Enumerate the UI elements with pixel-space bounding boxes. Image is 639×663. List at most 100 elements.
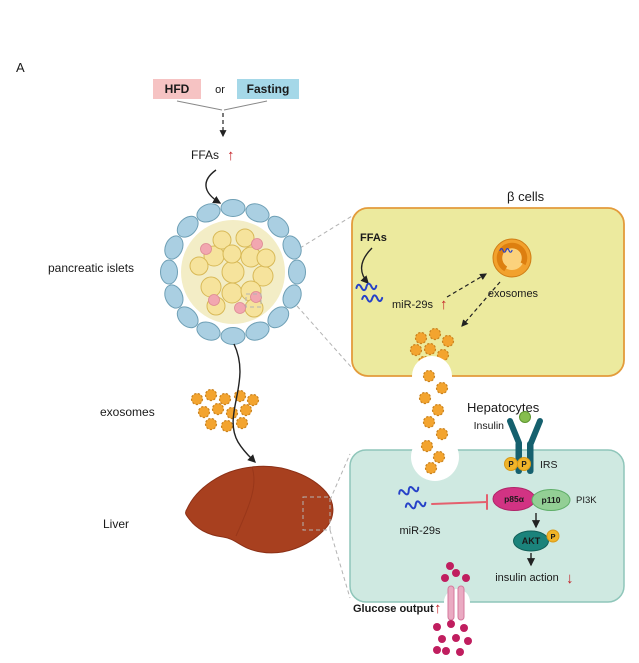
islet-outer-cell xyxy=(196,203,221,223)
exosome-dot xyxy=(428,327,442,341)
exosome-cluster-circulating xyxy=(190,388,260,433)
insulin-ligand-icon xyxy=(519,411,531,423)
ffas-to-mir-arrow xyxy=(360,247,373,285)
exosome-dot xyxy=(220,419,234,433)
bracket-line xyxy=(176,100,223,111)
exosome-dot xyxy=(422,415,436,429)
stimulus-group: HFD or Fasting FFAs ↑ xyxy=(153,79,299,204)
islet-beta-cell xyxy=(256,248,276,268)
exosome-dot xyxy=(414,331,428,345)
middle-section: exosomes Liver xyxy=(100,343,334,554)
glucose-dot xyxy=(447,620,455,628)
phospho-icon xyxy=(546,529,560,543)
mvb-crescent xyxy=(496,242,528,274)
islet-outer-cell xyxy=(220,199,246,217)
p110-subunit xyxy=(531,489,571,511)
islet-outer-cell xyxy=(176,306,199,329)
islet-outer-cell xyxy=(245,321,270,341)
mir-to-mvb-arrow xyxy=(446,273,488,298)
islet-beta-cell xyxy=(221,260,245,284)
exosome-trail xyxy=(418,369,449,475)
islet-outer-cell xyxy=(196,321,221,341)
glucose-dot xyxy=(452,634,460,642)
phospho-icon xyxy=(517,457,531,471)
ffas-up-arrow: ↑ xyxy=(227,147,235,164)
glucose-channel xyxy=(457,585,465,621)
pi3k-complex: p85α p110 PI3K xyxy=(492,487,597,511)
islet-outer-cell xyxy=(164,235,184,260)
islet-beta-cell xyxy=(200,276,222,298)
zoom-line xyxy=(329,529,351,599)
zoom-line xyxy=(329,453,351,501)
exosome-dot xyxy=(409,343,423,357)
exosome-dot xyxy=(190,392,204,406)
glucose-output-label: Glucose output xyxy=(353,603,434,615)
hepatocyte-membrane xyxy=(349,449,625,603)
exosomes-beta-label: exosomes xyxy=(488,288,539,300)
bracket-line xyxy=(223,100,268,111)
glucose-dot xyxy=(462,574,470,582)
islet-outer-cell xyxy=(267,306,290,329)
panel-label: A xyxy=(16,60,25,75)
islet-outer-cell xyxy=(267,215,290,238)
receptor-arm xyxy=(507,418,522,446)
pi3k-label: PI3K xyxy=(576,495,597,506)
exosome-dot xyxy=(197,405,211,419)
glucose-dot xyxy=(442,647,450,655)
exosome-dot xyxy=(239,403,253,417)
islet-outer-cell xyxy=(220,327,246,345)
hfd-label: HFD xyxy=(165,82,190,96)
glucose-up-arrow: ↑ xyxy=(434,600,442,617)
islet-pink-cell xyxy=(251,238,263,250)
exosome-dot xyxy=(435,427,449,441)
liver-label: Liver xyxy=(103,517,129,531)
islet-beta-cell xyxy=(235,228,255,248)
ffas-to-islet-arrow xyxy=(205,169,222,204)
phospho-label: P xyxy=(508,460,514,469)
or-label: or xyxy=(215,84,225,96)
beta-cells-title: β cells xyxy=(507,189,545,204)
mvb-to-exosomes-arrow xyxy=(461,281,501,327)
exosome-dot xyxy=(432,450,446,464)
irs-complex: P P IRS xyxy=(504,457,558,471)
islet-pink-cell xyxy=(250,291,262,303)
insulin-label: Insulin xyxy=(474,420,505,432)
hfd-box xyxy=(153,79,201,99)
islet-inner-cells xyxy=(189,228,276,318)
zoom-line xyxy=(296,305,353,369)
islet-pink-cell xyxy=(234,302,246,314)
glucose-channel xyxy=(447,585,455,621)
zoom-line xyxy=(299,215,353,249)
p85-label: p85α xyxy=(504,494,525,504)
islet-beta-cell xyxy=(212,230,232,250)
islet-outer-cell xyxy=(245,203,270,223)
ffas-beta-label: FFAs xyxy=(360,232,387,244)
exosome-dot xyxy=(225,406,239,420)
exosome-dot xyxy=(422,369,436,383)
liver-lobe-line xyxy=(235,466,255,537)
p110-label: p110 xyxy=(542,495,561,505)
exosome-dot xyxy=(424,461,438,475)
islet-pink-cell xyxy=(200,243,212,255)
hepatocytes-title: Hepatocytes xyxy=(467,400,540,415)
phospho-label: P xyxy=(521,460,527,469)
exosome-dot xyxy=(435,381,449,395)
insulin-action-down-arrow: ↓ xyxy=(566,570,574,587)
islet-outer-cell xyxy=(288,259,306,285)
exosome-dot xyxy=(418,391,432,405)
fasting-label: Fasting xyxy=(247,82,290,96)
irs-label: IRS xyxy=(540,459,558,471)
islet-to-liver-arrow xyxy=(232,343,256,463)
glucose-dots-released xyxy=(433,620,472,656)
exosome-dot xyxy=(218,392,232,406)
glucose-dot xyxy=(452,569,460,577)
mir29s-beta-label: miR-29s xyxy=(392,299,433,311)
exosome-dot xyxy=(211,402,225,416)
islet-pink-cell xyxy=(208,294,220,306)
beta-cells-box: β cells FFAs miR-29s ↑ exosomes xyxy=(351,189,625,377)
exosomes-label: exosomes xyxy=(100,405,155,419)
glucose-dot xyxy=(446,562,454,570)
islet-zoom-box xyxy=(245,293,262,308)
